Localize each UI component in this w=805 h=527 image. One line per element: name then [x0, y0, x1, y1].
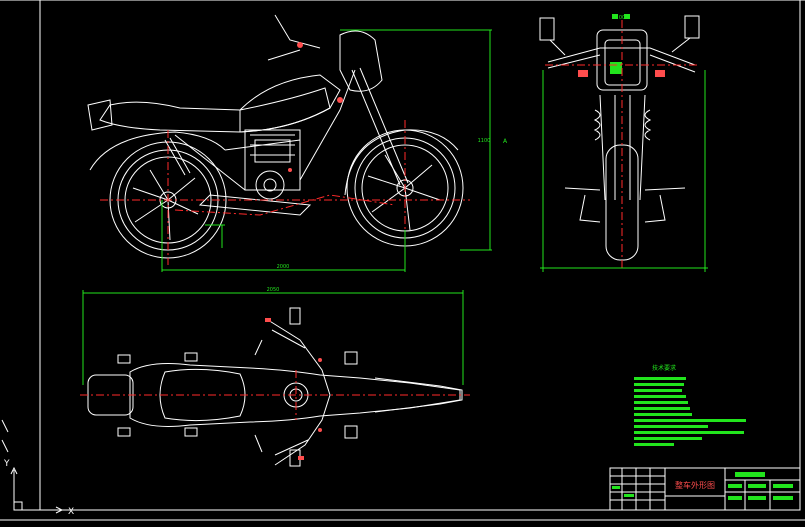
top-seat	[159, 368, 246, 422]
front-fork	[351, 67, 409, 186]
front-view[interactable]	[539, 15, 700, 261]
frame-tubes	[174, 69, 356, 191]
ucs-side-ticks	[1, 419, 9, 453]
engine	[244, 129, 301, 200]
front-handlebar	[547, 47, 696, 73]
front-forks	[599, 94, 646, 201]
side-view-accents	[288, 42, 343, 172]
ucs-icon	[10, 466, 64, 514]
dim-side-height: 1100	[478, 138, 491, 144]
top-front-tip	[374, 377, 463, 413]
front-fender	[344, 129, 459, 196]
front-view-centerlines	[545, 20, 700, 270]
seat	[99, 87, 331, 133]
top-rear-tire	[87, 374, 134, 416]
dim-side-aux: A	[503, 138, 508, 145]
side-view-dimensions	[161, 29, 492, 272]
ucs-x-label: X	[68, 507, 74, 517]
ucs-y-label: Y	[3, 459, 10, 469]
title-block-caption: 整车外形图	[675, 480, 715, 490]
title-block-fills	[612, 472, 793, 500]
left-mirror	[539, 17, 555, 41]
right-mirror	[684, 15, 700, 39]
front-view-top-label: 00	[619, 15, 625, 21]
top-view-dimensions	[82, 290, 464, 385]
exhaust	[198, 194, 312, 216]
tail-section	[87, 99, 113, 131]
fuel-tank	[239, 74, 341, 133]
footpegs	[564, 187, 686, 223]
handlebar	[267, 14, 321, 61]
top-view-centerlines	[80, 370, 470, 420]
headlight-cowl	[339, 30, 383, 92]
title-block[interactable]	[609, 467, 801, 511]
rear-fender	[89, 131, 226, 171]
tech-requirements-heading: 技术要求	[652, 364, 676, 372]
dim-side-length: 2000	[277, 264, 290, 270]
dim-top-length: 2050	[267, 287, 280, 293]
front-view-dimensions	[540, 70, 708, 272]
rear-shock	[164, 137, 191, 176]
top-view[interactable]	[87, 307, 463, 467]
top-view-accents	[265, 318, 322, 460]
tech-requirements-lines	[634, 377, 746, 446]
side-view-centerlines	[100, 120, 470, 265]
side-view[interactable]	[87, 14, 464, 259]
top-handlebar	[267, 319, 331, 466]
